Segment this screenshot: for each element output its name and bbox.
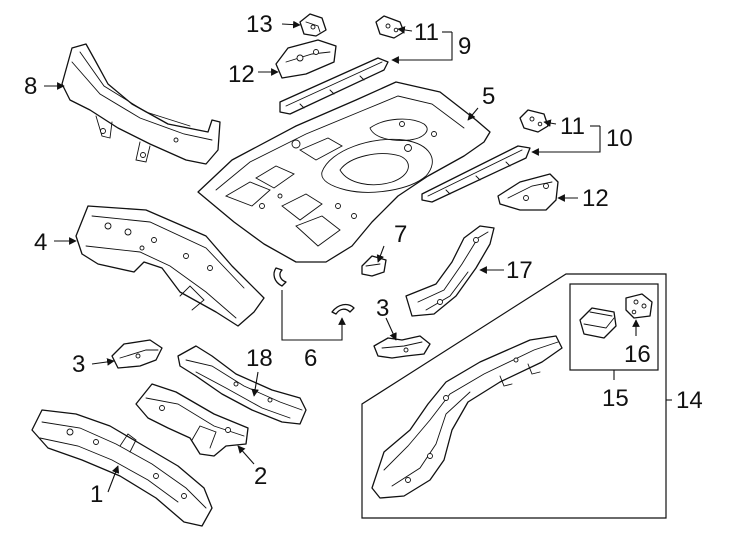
part-6-right-clip[interactable] (331, 303, 355, 315)
callout-10: 10 (606, 125, 633, 152)
callout-12-upper: 12 (228, 61, 255, 88)
part-6-left-clip[interactable] (273, 267, 287, 287)
callout-4: 4 (34, 229, 47, 256)
callout-8: 8 (24, 73, 37, 100)
callout-5: 5 (482, 83, 495, 110)
part-12-lower-bracket[interactable] (497, 173, 559, 211)
callout-18: 18 (246, 345, 273, 372)
part-16-plate[interactable] (625, 293, 653, 319)
part-11-upper-plate[interactable] (375, 15, 405, 39)
part-12-upper-bracket[interactable] (275, 39, 337, 79)
callout-1: 1 (90, 481, 103, 508)
part-4-floor-crossmember[interactable] (75, 205, 265, 327)
callout-12-lower: 12 (582, 185, 609, 212)
callout-3-right: 3 (376, 295, 389, 322)
part-1-floor-side-member[interactable] (31, 409, 213, 527)
callout-3-left: 3 (72, 351, 85, 378)
callout-9: 9 (458, 33, 471, 60)
part-7-bracket[interactable] (361, 255, 387, 277)
part-3-right-bracket[interactable] (373, 335, 431, 359)
part-8-rear-crossmember[interactable] (61, 43, 221, 165)
callout-17: 17 (506, 257, 533, 284)
part-18-reinforcement[interactable] (177, 345, 307, 425)
callout-11-lower: 11 (560, 113, 585, 140)
callout-6: 6 (304, 345, 317, 372)
part-5-rear-floor-pan[interactable] (197, 81, 491, 263)
callout-labels: 1 2 3 3 4 5 6 7 8 9 10 11 11 12 12 13 14… (24, 11, 703, 508)
part-11-lower-plate[interactable] (519, 109, 549, 133)
part-15-bracket[interactable] (579, 307, 617, 339)
part-17-rail-extension[interactable] (405, 225, 495, 317)
part-13-bracket[interactable] (299, 13, 327, 37)
part-14-frame-rail-assembly[interactable] (371, 335, 563, 499)
part-3-left-bracket[interactable] (111, 339, 163, 369)
part-2-crossmember[interactable] (135, 383, 249, 457)
leader-lines (44, 20, 672, 493)
callout-16: 16 (624, 341, 651, 368)
part-10-lower-rail[interactable] (421, 145, 531, 203)
callout-14: 14 (676, 387, 703, 414)
part-9-upper-rail[interactable] (279, 57, 389, 115)
group-14-frame (361, 273, 667, 519)
callout-2: 2 (254, 463, 267, 490)
callout-13: 13 (246, 11, 273, 38)
callout-7: 7 (394, 221, 407, 248)
callout-15: 15 (602, 385, 629, 412)
callout-11-upper: 11 (414, 19, 439, 46)
